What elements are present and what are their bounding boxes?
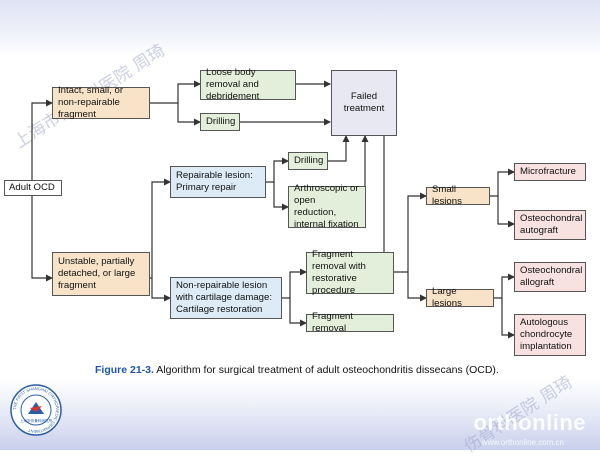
arrow-intact-to-drilling (177, 103, 201, 126)
figure-caption-text: Algorithm for surgical treatment of adul… (153, 364, 499, 376)
node-repairable-lesion: Repairable lesion: Primary repair (170, 166, 266, 198)
node-failed-treatment: Failed treatment (331, 70, 397, 136)
arrow-restorative-to-large (407, 272, 427, 302)
node-unstable-fragment: Unstable, partially detached, or large f… (52, 252, 150, 296)
node-nonrepairable-lesion: Non-repairable lesion with cartilage dam… (170, 277, 282, 319)
arrow-ocd-to-intact (31, 99, 53, 180)
arrow-unstable-to-repairable (150, 178, 171, 279)
arrow-nonrepairable-to-restorative (282, 268, 307, 299)
arrow-small-to-microfracture (490, 168, 515, 197)
arrow-nonrepairable-to-removal (289, 298, 307, 327)
watermark-site: orthonline (473, 410, 586, 435)
node-large-lesions: Large lesions (426, 286, 494, 309)
node-loose-body-removal: Loose body removal and debridement (200, 67, 296, 102)
node-drilling-mid: Drilling (288, 152, 328, 170)
arrow-repairable-to-drilling (266, 157, 289, 183)
arrow-intact-to-loose (150, 80, 201, 104)
institution-logo-icon: THE FIRST SHANGHAI ORTHOPAEDIC DEPARTMEN… (10, 384, 62, 436)
node-fragment-removal: Fragment removal (306, 311, 394, 334)
node-autologous-chondrocyte: Autologous chondrocyte implantation (514, 314, 586, 356)
watermark-url: www.orthonline.com.cn (481, 438, 564, 447)
arrow-drilling-mid-to-failed (328, 135, 350, 162)
footer-band (0, 380, 600, 450)
node-intact-fragment: Intact, small, or non-repairable fragmen… (52, 85, 150, 120)
figure-label: Figure 21-3. (95, 364, 154, 376)
arrow-ocd-to-unstable (31, 196, 53, 282)
node-arthroscopic-fixation: Arthroscopic or open reduction, internal… (288, 183, 366, 230)
arrow-large-to-autologous (501, 298, 515, 339)
arrow-restorative-to-small (394, 192, 427, 273)
node-fragment-restorative: Fragment removal with restorative proced… (306, 249, 394, 296)
arrow-small-to-autograft (497, 196, 515, 228)
logo-inner-text: 上海市伤骨科研究所 (20, 418, 53, 423)
node-small-lesions: Small lesions (426, 184, 490, 207)
arrow-large-to-allograft (494, 273, 515, 299)
arrow-unstable-to-nonrepairable (151, 278, 171, 302)
node-osteochondral-autograft: Osteochondral autograft (514, 210, 586, 240)
figure-caption: Figure 21-3. Algorithm for surgical trea… (95, 364, 499, 376)
arrow-failed-to-restorative (383, 136, 394, 259)
node-drilling-top: Drilling (200, 113, 240, 131)
header-band (0, 0, 600, 56)
arrow-repairable-to-arthroscopic (273, 182, 289, 211)
node-adult-ocd: Adult OCD (4, 180, 62, 196)
node-osteochondral-allograft: Osteochondral allograft (514, 262, 586, 292)
node-microfracture: Microfracture (514, 163, 586, 181)
